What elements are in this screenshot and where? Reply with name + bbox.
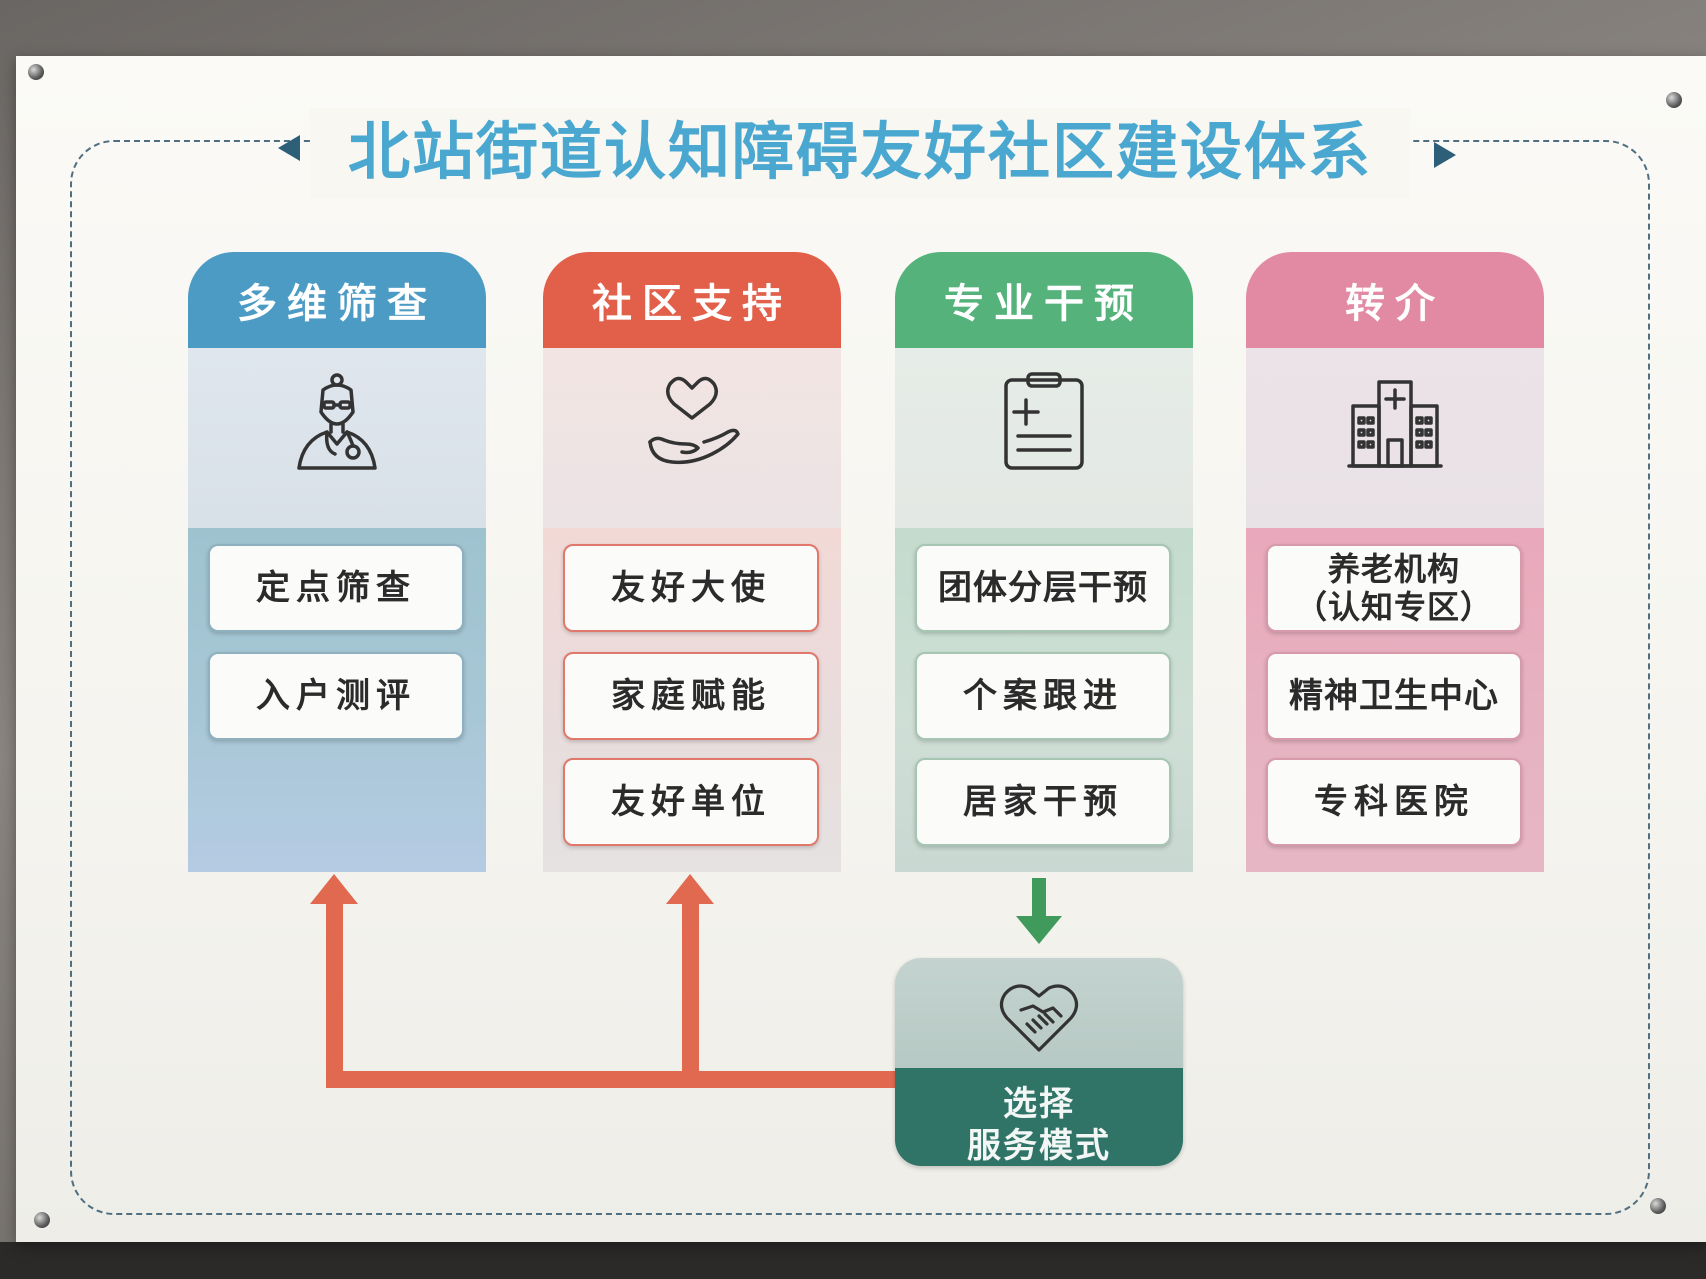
icon-panel: [188, 348, 486, 528]
doctor-icon: [297, 373, 377, 470]
hospital-icon: [1347, 380, 1443, 468]
item-family-empowerment: 家庭赋能: [563, 652, 819, 740]
column-referral: 转介 养老机构 （认知专区） 精神卫生中心 专科医院: [1246, 252, 1544, 872]
arrow-to-service-mode: [1016, 878, 1062, 944]
item-home-assessment: 入户测评: [208, 652, 464, 740]
pin-bottom-left: [34, 1212, 50, 1228]
arrow-to-community-support: [666, 874, 714, 1088]
column-professional-intervention: 专业干预 团体分层干预 个案跟进 居家干预: [895, 252, 1193, 872]
column-header: 转介: [1246, 252, 1544, 348]
arrow-to-screening: [310, 874, 358, 1088]
floor-strip: [0, 1242, 1706, 1279]
heart-in-hand-icon: [648, 376, 740, 465]
page-title: 北站街道认知障碍友好社区建设体系: [347, 115, 1372, 188]
item-elderly-care-institution: 养老机构 （认知专区）: [1266, 544, 1522, 632]
column-header: 多维筛查: [188, 252, 486, 348]
title-backdrop: [310, 108, 1410, 198]
column-header: 社区支持: [543, 252, 841, 348]
column-header: 专业干预: [895, 252, 1193, 348]
pin-bottom-right: [1650, 1198, 1666, 1214]
pin-top-left: [28, 64, 44, 80]
item-friendly-unit: 友好单位: [563, 758, 819, 846]
icon-panel: [1246, 348, 1544, 528]
icon-panel: [895, 348, 1193, 528]
pin-top-right: [1666, 92, 1682, 108]
return-line: [326, 1071, 895, 1088]
medical-clipboard-icon: [1004, 372, 1084, 470]
item-friendly-ambassador: 友好大使: [563, 544, 819, 632]
title-triangle-right: [1434, 142, 1456, 168]
service-label-line2: 服务模式: [967, 1126, 1111, 1166]
column-screening: 多维筛查 定点筛查 入户测评: [188, 252, 486, 872]
heart-handshake-icon: [999, 984, 1079, 1052]
item-group-intervention: 团体分层干预: [915, 544, 1171, 632]
icon-panel: [543, 348, 841, 528]
item-fixed-screening: 定点筛查: [208, 544, 464, 632]
service-label-line1: 选择: [1003, 1084, 1075, 1124]
item-case-followup: 个案跟进: [915, 652, 1171, 740]
item-mental-health-center: 精神卫生中心: [1266, 652, 1522, 740]
column-community-support: 社区支持 友好大使 家庭赋能 友好单位: [543, 252, 841, 872]
item-home-intervention: 居家干预: [915, 758, 1171, 846]
service-label-panel: [895, 1068, 1183, 1166]
item-specialty-hospital: 专科医院: [1266, 758, 1522, 846]
title-triangle-left: [278, 135, 300, 161]
service-mode-box: 选择 服务模式: [895, 958, 1183, 1166]
